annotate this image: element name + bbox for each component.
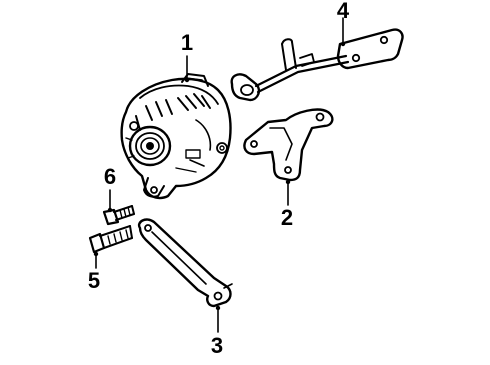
alternator-icon xyxy=(120,73,232,200)
bolt-icon xyxy=(88,225,133,269)
callout-3: 3 xyxy=(210,333,224,358)
callout-1: 1 xyxy=(180,30,194,55)
rod-bracket-icon xyxy=(230,17,404,102)
brace-icon xyxy=(137,218,233,333)
callout-5: 5 xyxy=(87,268,101,293)
callout-2: 2 xyxy=(280,205,294,230)
stud-icon xyxy=(102,189,135,226)
leader-line-1 xyxy=(184,55,190,83)
bracket-icon xyxy=(243,108,334,206)
callout-6: 6 xyxy=(103,164,117,189)
callout-4: 4 xyxy=(336,0,350,23)
